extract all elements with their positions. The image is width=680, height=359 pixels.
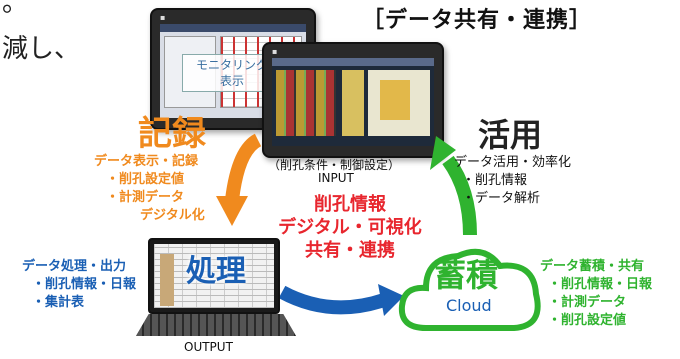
- process-item-3: ・集計表: [32, 295, 85, 310]
- store-item-4: ・削孔設定値: [548, 313, 627, 328]
- monitoring-label-line1: モニタリング: [195, 58, 268, 72]
- blue-curved-arrow-icon: [278, 285, 387, 315]
- utilize-title: 活用: [478, 116, 543, 154]
- record-item-1: データ表示・記録: [94, 154, 199, 169]
- text-fragment-left: 減し、: [2, 34, 81, 64]
- input-conditions: （削孔条件・制御設定）: [268, 158, 401, 172]
- orange-arrow-head-icon: [216, 196, 248, 226]
- center-line-3: 共有・連携: [305, 240, 395, 261]
- laptop-icon: [136, 238, 296, 338]
- green-curved-arrow-icon: [442, 155, 477, 236]
- input-label: INPUT: [318, 171, 354, 185]
- utilize-item-2: ・削孔情報: [462, 173, 528, 188]
- process-title: 処理: [186, 254, 246, 289]
- tablet-brand: ▪: [160, 13, 166, 22]
- tablet-input-icon: ▪: [262, 42, 444, 158]
- process-item-2: ・削孔情報・日報: [32, 277, 137, 292]
- record-item-2: ・削孔設定値: [106, 172, 185, 187]
- cloud-label: Cloud: [446, 296, 492, 315]
- tablet-input-screen: [272, 58, 434, 146]
- green-arrow-head-icon: [430, 136, 456, 170]
- utilize-item-1: データ活用・効率化: [454, 155, 572, 170]
- laptop-keyboard: [136, 314, 296, 336]
- record-title: 記録: [138, 114, 206, 154]
- laptop-screen: [148, 238, 280, 314]
- center-line-2: デジタル・可視化: [278, 217, 422, 238]
- center-line-1: 削孔情報: [314, 194, 386, 215]
- store-item-1: データ蓄積・共有: [540, 259, 645, 274]
- tablet-brand-front: ▪: [272, 47, 278, 56]
- monitoring-label-line2: 表示: [219, 74, 244, 88]
- store-item-2: ・削孔情報・日報: [548, 277, 653, 292]
- utilize-item-3: ・データ解析: [462, 191, 541, 206]
- center-summary: 削孔情報 デジタル・可視化 共有・連携: [260, 193, 440, 262]
- record-item-4: デジタル化: [140, 208, 205, 223]
- store-item-3: ・計測データ: [548, 295, 627, 310]
- cloud-icon: [398, 248, 541, 331]
- record-item-3: ・計測データ: [106, 190, 185, 205]
- page-title: ［データ共有・連携］: [362, 8, 593, 33]
- blue-arrow-head-icon: [378, 284, 404, 316]
- store-title: 蓄積: [434, 256, 499, 294]
- orange-curved-arrow-icon: [225, 133, 262, 201]
- text-fragment-top: 。: [2, 0, 29, 18]
- process-item-1: データ処理・出力: [22, 259, 127, 274]
- output-label: OUTPUT: [184, 340, 233, 354]
